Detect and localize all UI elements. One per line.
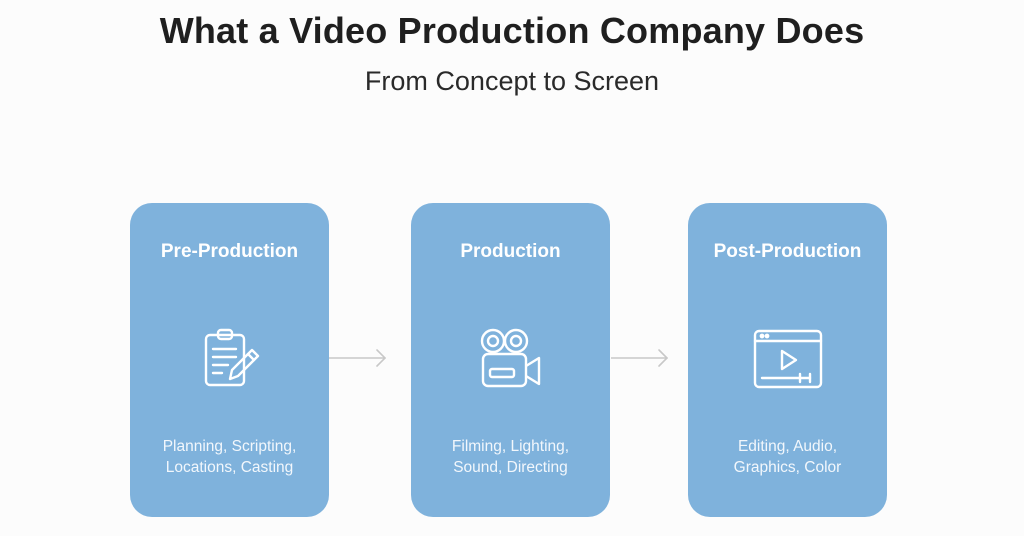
page-title: What a Video Production Company Does [159, 10, 865, 51]
arrow-right-icon [329, 349, 387, 367]
video-player-icon [753, 329, 822, 389]
stage-description: Planning, Scripting, Locations, Casting [130, 436, 329, 478]
page-subtitle: From Concept to Screen [364, 66, 660, 96]
stage-description-line: Graphics, Color [733, 459, 842, 476]
arrow-right-icon [611, 349, 669, 367]
stage-description-line: Filming, Lighting, [451, 438, 570, 455]
stage-description-line: Editing, Audio, [737, 438, 838, 455]
film-camera-icon [480, 328, 540, 388]
stage-title: Post-Production [713, 241, 862, 262]
stage-description: Editing, Audio, Graphics, Color [688, 436, 887, 478]
stage-description-line: Sound, Directing [453, 459, 568, 476]
stage-description: Filming, Lighting, Sound, Directing [411, 436, 610, 478]
stage-card-pre-production: Pre-Production Planning, Scripting, Loca… [130, 203, 329, 517]
stage-card-production: Production Filming, Lighting, Sound, Dir… [411, 203, 610, 517]
stage-description-line: Planning, Scripting, [162, 438, 297, 455]
clipboard-pencil-icon [204, 328, 259, 387]
stage-description-line: Locations, Casting [165, 459, 294, 476]
stage-title: Pre-Production [160, 241, 299, 262]
stage-card-post-production: Post-Production Editing, Audio, Graphics… [688, 203, 887, 517]
stage-title: Production [460, 241, 561, 262]
